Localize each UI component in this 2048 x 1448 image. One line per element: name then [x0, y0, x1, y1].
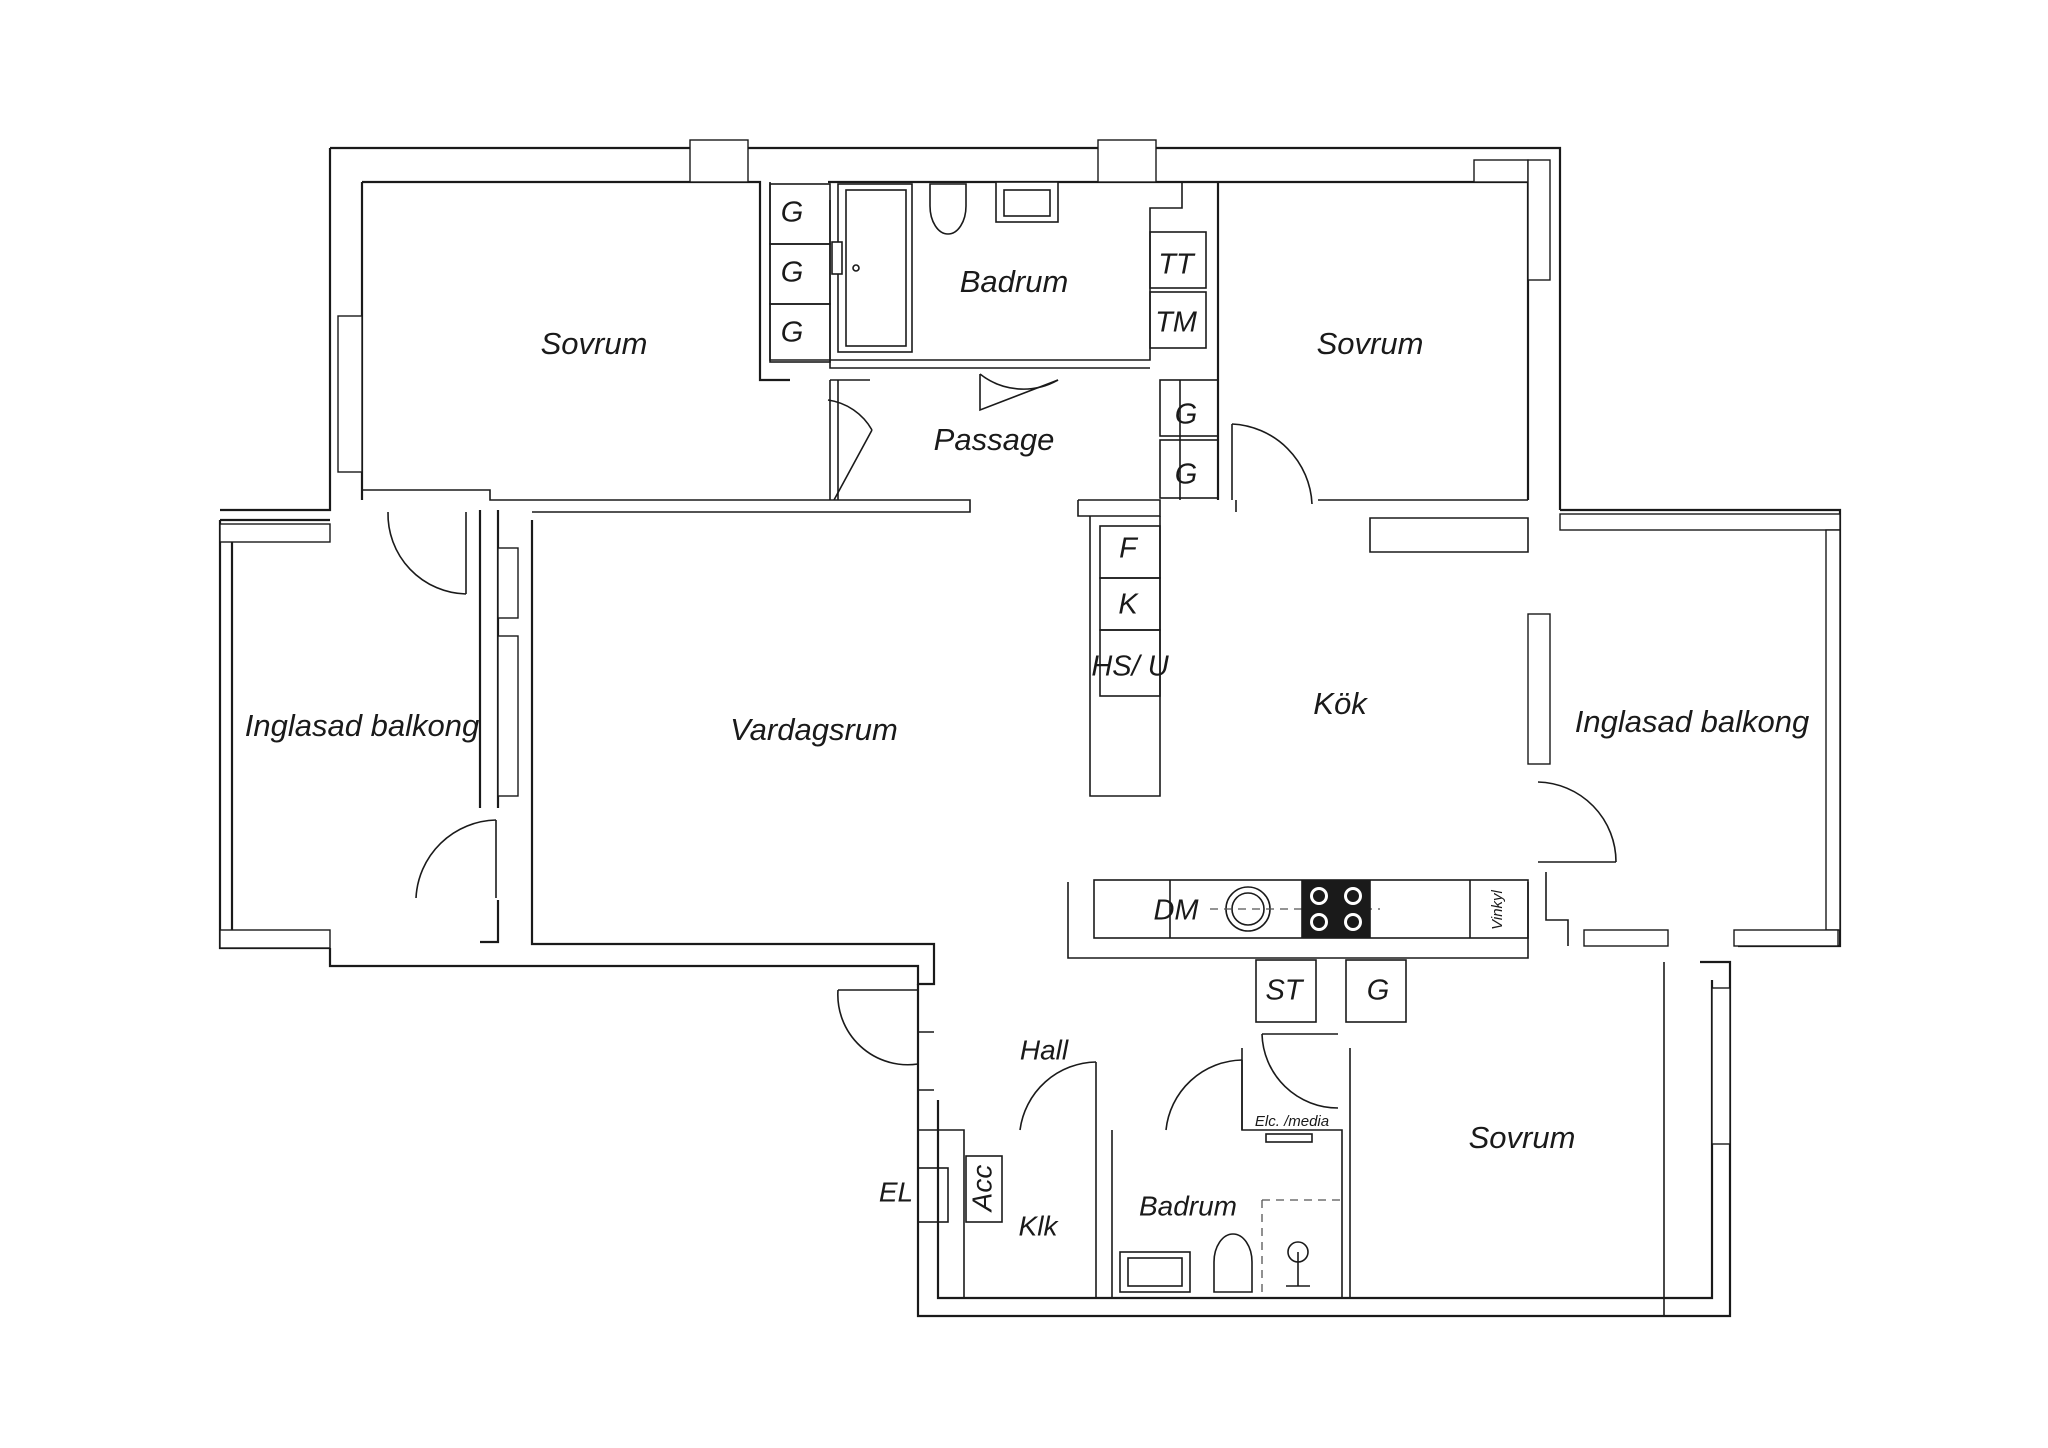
room-label-balkong-w: Inglasad balkong — [245, 708, 479, 743]
cabinet-vinkyl: Vinkyl — [1489, 889, 1506, 929]
cabinet-g-6: G — [1367, 975, 1390, 1007]
room-label-kok: Kök — [1313, 686, 1368, 721]
room-label-vardagsrum: Vardagsrum — [730, 712, 898, 747]
cabinet-elc-media: Elc. /media — [1255, 1113, 1329, 1130]
cabinet-g-2: G — [781, 257, 804, 289]
cabinet-g-3: G — [781, 317, 804, 349]
cabinet-f: F — [1119, 533, 1139, 565]
windows — [219, 139, 1841, 1145]
room-label-badrum-main: Badrum — [960, 264, 1069, 299]
room-label-badrum-small: Badrum — [1139, 1190, 1237, 1221]
cabinet-tm: TM — [1155, 307, 1198, 339]
room-label-sovrum-nw: Sovrum — [541, 326, 648, 361]
cabinet-tt: TT — [1158, 249, 1196, 281]
cabinet-dm: DM — [1153, 895, 1199, 927]
room-label-passage: Passage — [934, 422, 1055, 457]
room-labels: Sovrum Badrum Sovrum Passage Vardagsrum … — [245, 264, 1809, 1241]
cabinet-acc: Acc — [966, 1165, 997, 1214]
stove — [1302, 880, 1370, 938]
elc-media-shelf — [1265, 1133, 1313, 1143]
cabinet-g-1: G — [781, 197, 804, 229]
cabinet-hs-u: HS/ U — [1091, 651, 1169, 683]
cabinet-labels: G G G TT TM G G F K HS/ U DM Vinkyl ST G… — [781, 197, 1506, 1214]
cabinet-g-5: G — [1175, 459, 1198, 491]
cabinet-k: K — [1118, 589, 1139, 621]
doors — [387, 373, 1617, 1131]
cabinet-g-4: G — [1175, 399, 1198, 431]
toilet-small — [1213, 1233, 1253, 1293]
tub-faucet — [831, 241, 843, 275]
cabinet-boxes — [769, 183, 1407, 1223]
fixtures — [831, 181, 1529, 1298]
room-label-balkong-e: Inglasad balkong — [1575, 704, 1809, 739]
toilet-main — [929, 183, 967, 235]
cabinet-el: EL — [879, 1176, 913, 1207]
room-label-sovrum-ne: Sovrum — [1317, 326, 1424, 361]
cabinet-st: ST — [1265, 975, 1304, 1007]
room-label-klk: Klk — [1019, 1210, 1060, 1241]
room-label-sovrum-se: Sovrum — [1469, 1120, 1576, 1155]
room-label-hall: Hall — [1020, 1034, 1069, 1065]
